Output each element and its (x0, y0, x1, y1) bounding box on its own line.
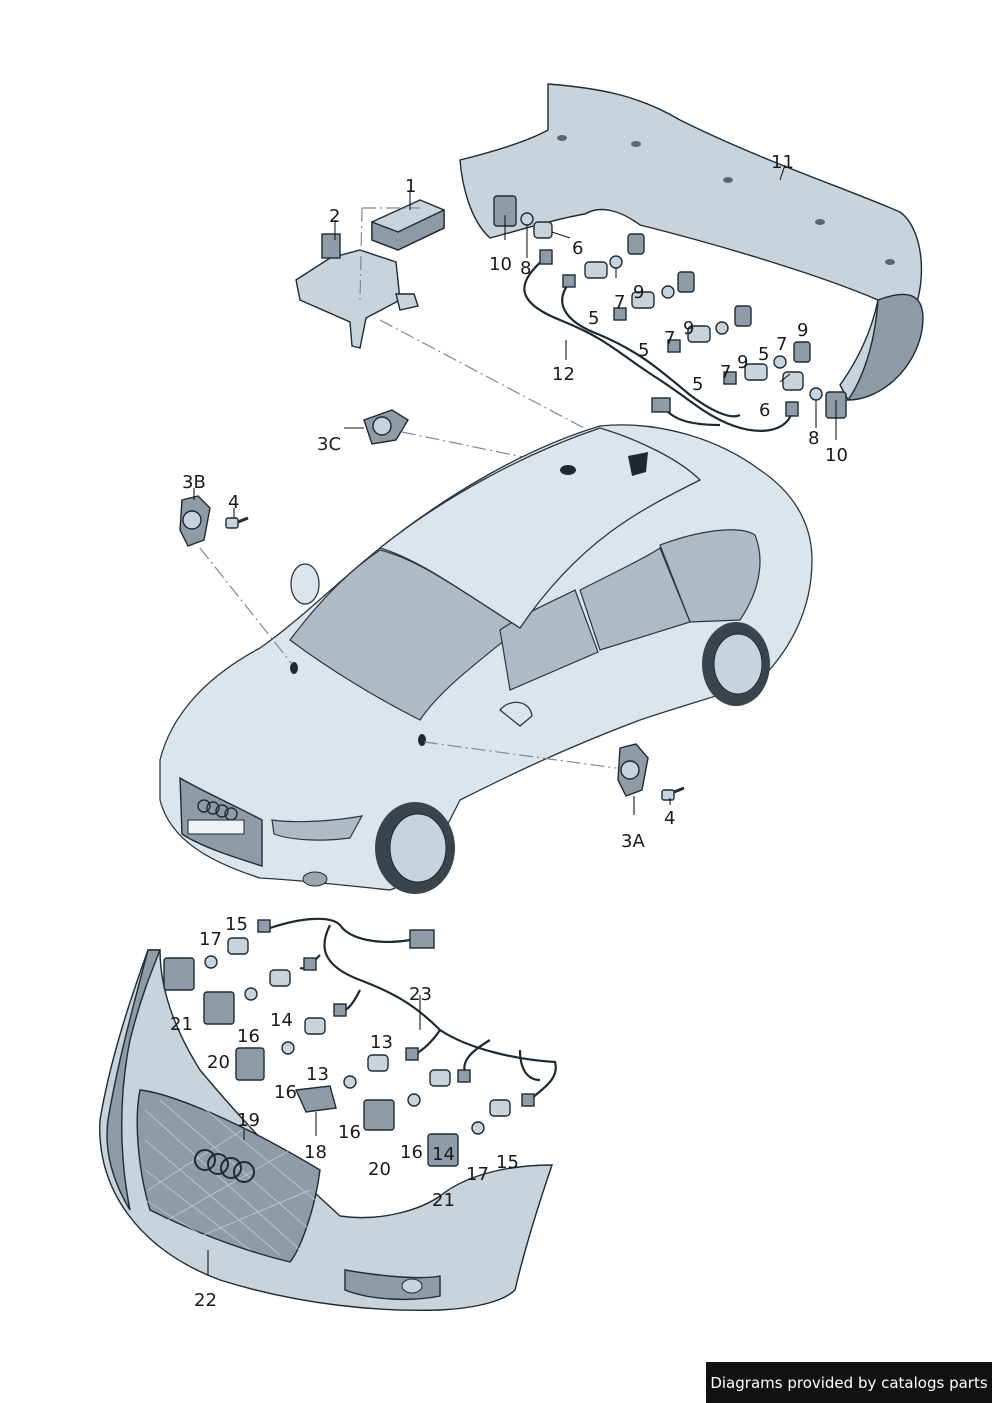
credit-banner: Diagrams provided by catalogs parts (706, 1362, 992, 1403)
callout-8-bottom: 8 (808, 428, 819, 449)
front-sensors[interactable] (163, 919, 535, 1167)
callout-16-d: 16 (400, 1142, 423, 1163)
callout-11: 11 (771, 152, 794, 173)
callout-21-b: 21 (432, 1190, 455, 1211)
callout-13-b: 13 (306, 1064, 329, 1085)
callout-8-top: 8 (520, 258, 531, 279)
callout-7-c: 7 (720, 362, 731, 383)
leader-lines (193, 164, 837, 1275)
rear-bumper[interactable] (459, 83, 924, 402)
callout-13-a: 13 (370, 1032, 393, 1053)
callout-16-c: 16 (338, 1122, 361, 1143)
callout-3a: 3A (621, 831, 645, 852)
front-harness-connector (409, 929, 435, 949)
callout-6-bottom: 6 (759, 400, 770, 421)
alarm-sensor-3c[interactable] (363, 409, 409, 445)
callout-15-b: 15 (496, 1152, 519, 1173)
callout-5-a: 5 (588, 308, 599, 329)
callout-7-d: 7 (776, 334, 787, 355)
audi-rings-icon (197, 799, 238, 821)
front-wiring-harness[interactable] (269, 917, 557, 1101)
callout-4-bottom: 4 (664, 808, 675, 829)
callout-15-a: 15 (225, 914, 248, 935)
callout-10-top: 10 (489, 254, 512, 275)
callout-16-b: 16 (274, 1082, 297, 1103)
callout-20-b: 20 (368, 1159, 391, 1180)
callout-6-top: 6 (572, 238, 583, 259)
alarm-sensor-3b[interactable] (179, 495, 211, 547)
callout-17-a: 17 (199, 929, 222, 950)
callout-4-top: 4 (228, 492, 239, 513)
rear-harness-connector (651, 397, 671, 413)
callout-3c: 3C (317, 434, 341, 455)
callout-9-a: 9 (633, 282, 644, 303)
parking-aid-control-unit[interactable] (371, 199, 445, 251)
callout-17-b: 17 (466, 1164, 489, 1185)
callout-1: 1 (405, 176, 416, 197)
control-unit-bracket[interactable] (295, 233, 419, 349)
callout-18: 18 (304, 1142, 327, 1163)
callout-14-b: 14 (432, 1144, 455, 1165)
callout-14-a: 14 (270, 1010, 293, 1031)
screw-4-top[interactable] (225, 516, 249, 529)
callout-9-d: 9 (797, 320, 808, 341)
rear-sensors[interactable] (493, 195, 847, 419)
callout-5-b: 5 (638, 340, 649, 361)
callout-3b: 3B (182, 472, 206, 493)
callout-21-a: 21 (170, 1014, 193, 1035)
callout-20-a: 20 (207, 1052, 230, 1073)
rear-wiring-harness[interactable] (523, 257, 794, 432)
callout-16-a: 16 (237, 1026, 260, 1047)
callout-7-b: 7 (664, 328, 675, 349)
screw-4-bottom[interactable] (661, 786, 685, 801)
callout-12: 12 (552, 364, 575, 385)
callout-5-c: 5 (692, 374, 703, 395)
mirror-right (499, 701, 533, 727)
callout-7-a: 7 (614, 292, 625, 313)
callout-22: 22 (194, 1290, 217, 1311)
callout-19: 19 (237, 1110, 260, 1131)
front-wheel (375, 802, 455, 894)
mirror-left (290, 563, 320, 605)
car-body (159, 424, 813, 894)
callout-9-c: 9 (737, 352, 748, 373)
rear-wheel (702, 622, 770, 706)
alarm-sensor-3a[interactable] (617, 743, 649, 797)
front-grille-audi-rings-icon (194, 1149, 255, 1183)
callout-2: 2 (329, 206, 340, 227)
front-grille[interactable] (136, 1089, 321, 1263)
callout-10-bottom: 10 (825, 445, 848, 466)
callout-5-d: 5 (758, 344, 769, 365)
callout-23: 23 (409, 984, 432, 1005)
callout-9-b: 9 (683, 318, 694, 339)
